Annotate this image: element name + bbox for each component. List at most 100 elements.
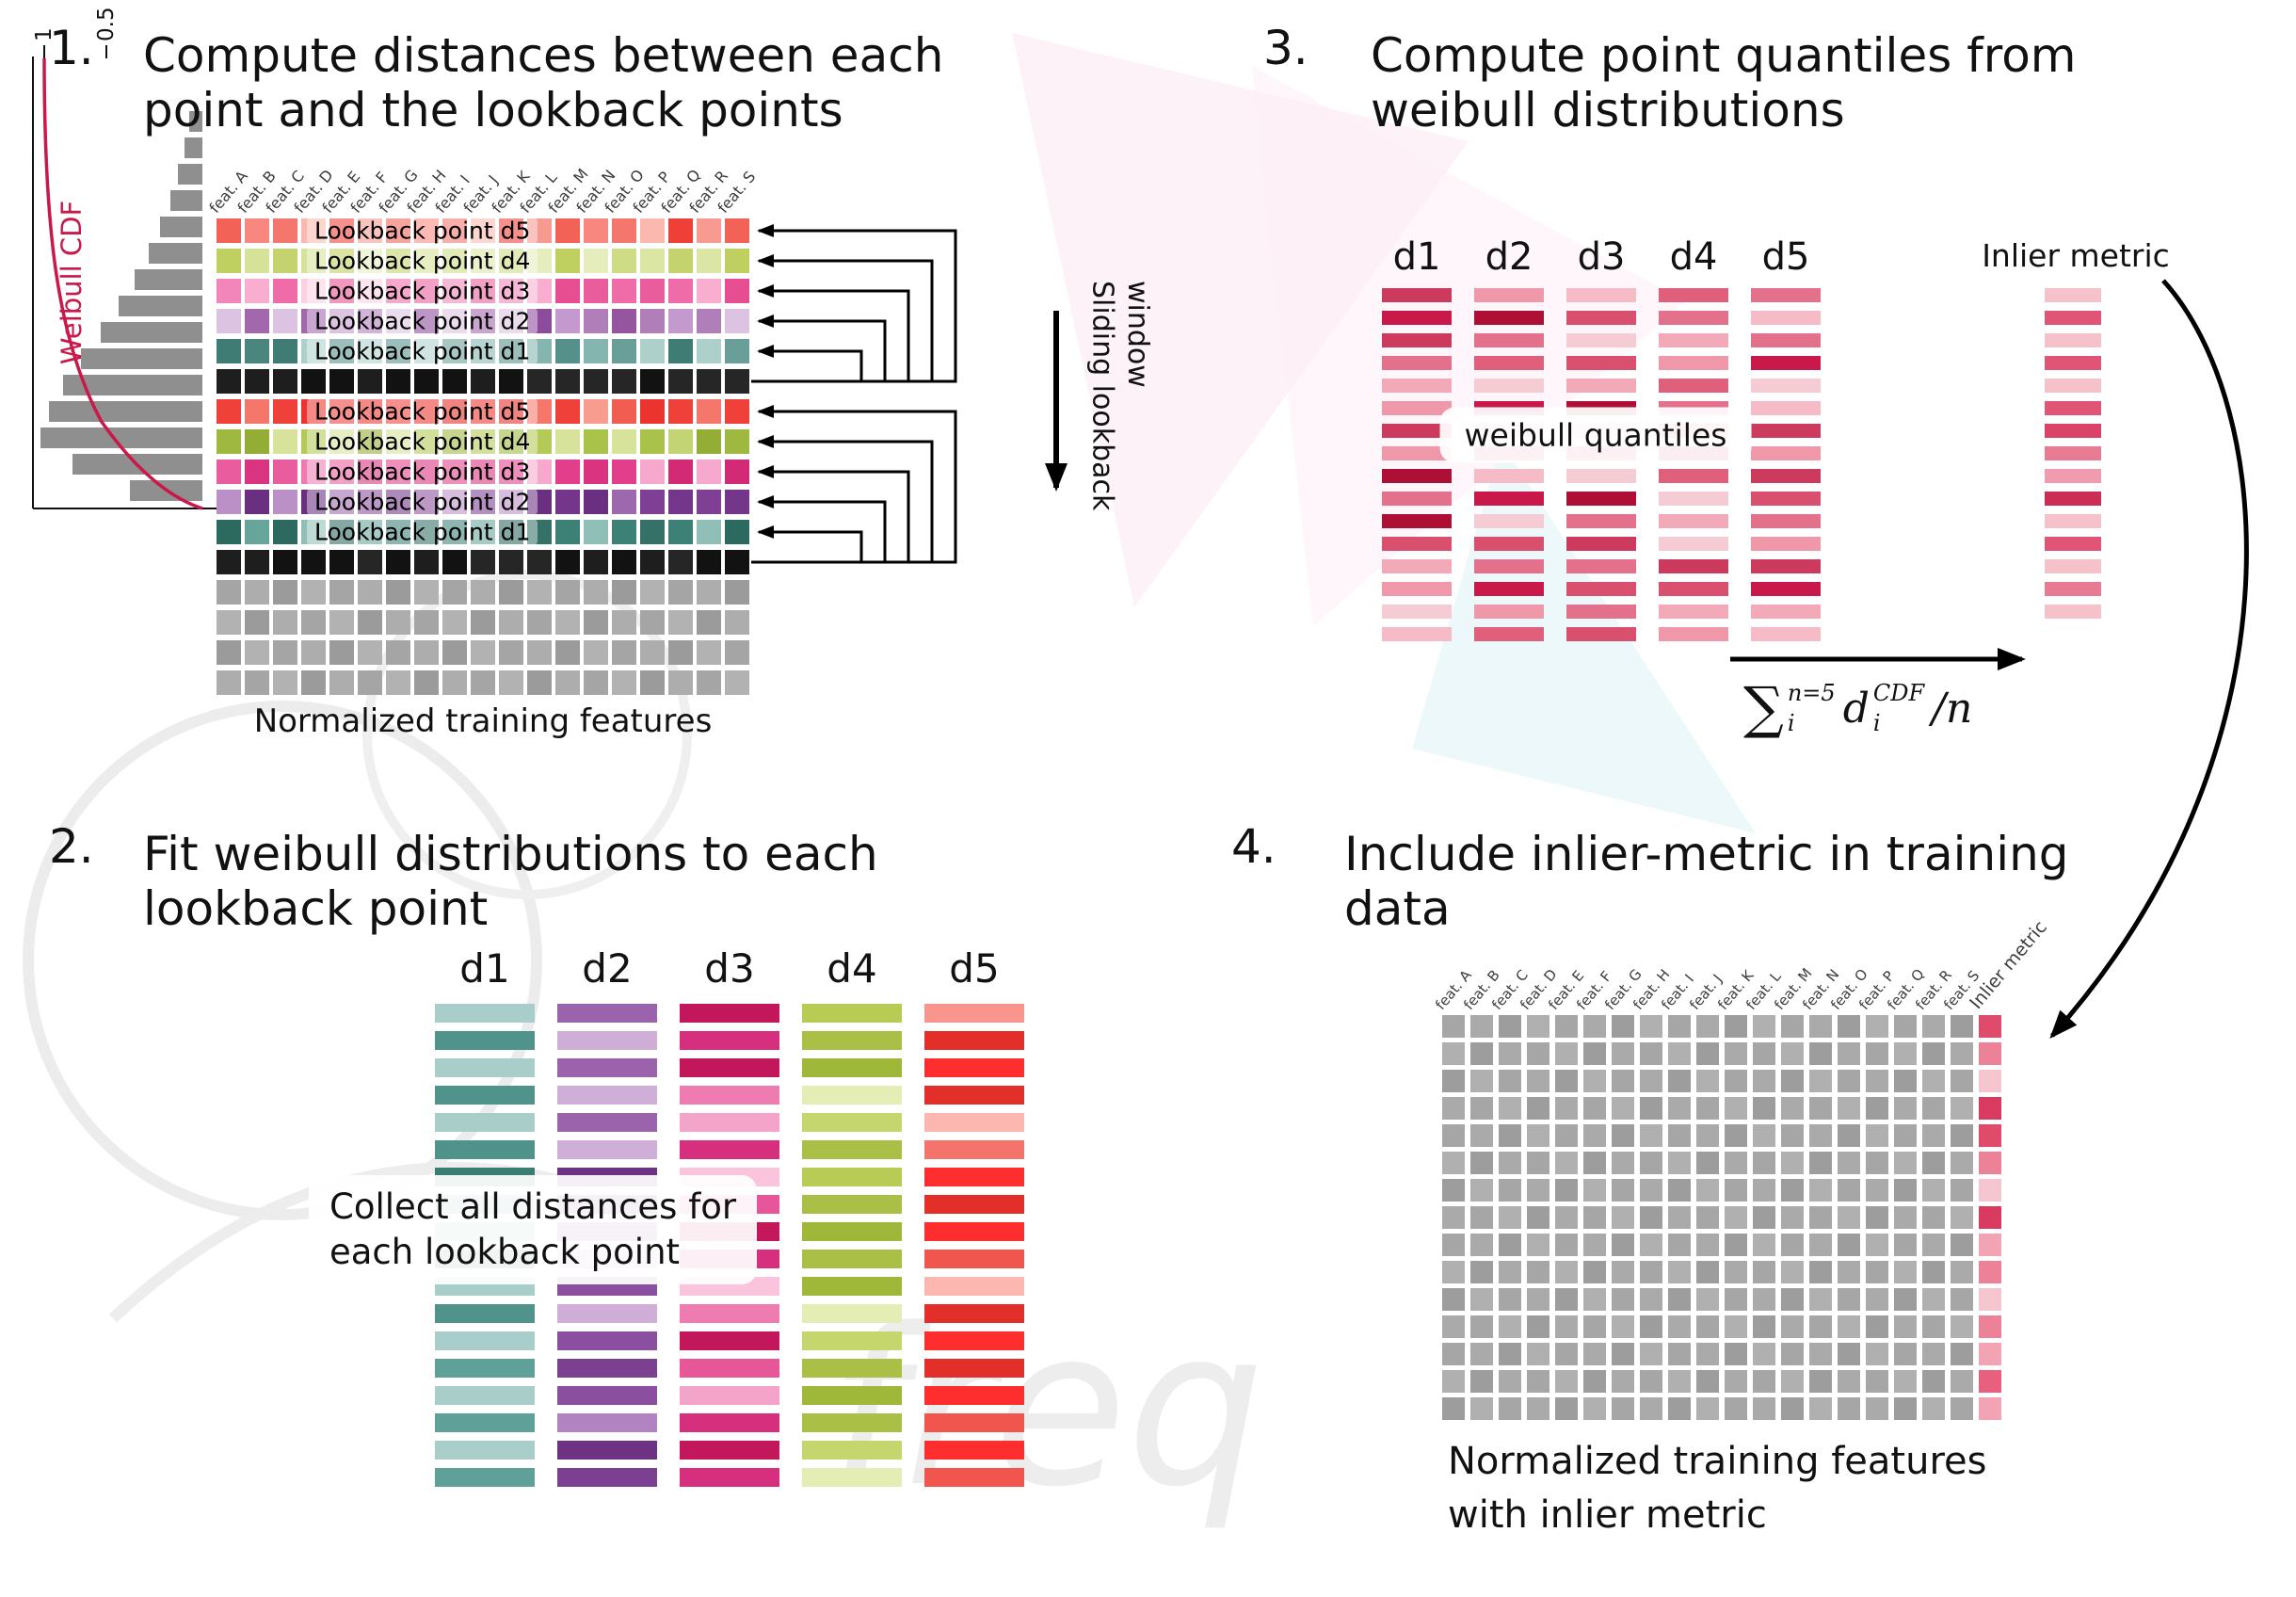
distance-bar [802,1058,902,1077]
training-row [273,610,297,635]
training-cell [1753,1397,1775,1420]
distance-bar [1566,333,1636,347]
current-point-window2 [527,550,552,574]
distance-bar [2045,379,2101,393]
lookback-d2-window1 [697,309,721,333]
training-cell [1922,1097,1945,1120]
training-cell [1612,1097,1634,1120]
distance-histogram [40,111,202,501]
step-4-number: 4. [1231,819,1276,874]
step-3-title-line2: weibull distributions [1371,83,1845,137]
lookback-d2-window2 [245,490,269,514]
training-row [414,580,439,605]
training-cell [1696,1397,1719,1420]
training-cell [1838,1206,1860,1229]
lookback-d4-window2 [273,429,297,454]
lookback-d5-window1 [414,218,439,243]
training-row [414,610,439,635]
lookback-d5-window1 [217,218,241,243]
training-cell [1470,1234,1493,1256]
training-cell [1442,1124,1465,1147]
distance-bar [1382,401,1452,415]
training-cell [1442,1343,1465,1365]
distance-bar [435,1086,535,1105]
training-cell [1442,1234,1465,1256]
lookback-d2-window1 [245,309,269,333]
lookback-d3-window1 [414,279,439,303]
training-row [471,610,495,635]
training-cell [1470,1397,1493,1420]
training-row [442,580,467,605]
training-cell [1979,1124,2001,1147]
distance-bar [2045,582,2101,596]
training-cell [1696,1124,1719,1147]
training-cell [1442,1288,1465,1311]
lookback-d5-window2 [217,399,241,424]
training-cell [1866,1152,1888,1174]
current-point-window1 [555,369,580,394]
distance-bar [557,1004,657,1023]
lookback-d1-window1 [640,339,665,363]
training-row [527,640,552,665]
training-cell [1527,1152,1549,1174]
lookback-d2-window1 [527,309,552,333]
distance-bar [1382,311,1452,325]
training-cell [1696,1261,1719,1283]
training-cell [1809,1179,1832,1202]
training-cell [1640,1179,1662,1202]
training-cell [1668,1152,1691,1174]
training-cell [1555,1343,1578,1365]
training-cell [1951,1315,1973,1338]
inlier-metric-formula: ∑ n=5 i d CDF i /n [1743,680,1972,736]
distance-bar [2045,492,2101,506]
training-cell [1725,1015,1747,1038]
lookback-d1-window1 [499,339,523,363]
lookback-d3-window2 [640,460,665,484]
distance-bar [1566,627,1636,641]
distance-bar [1566,356,1636,370]
training-cell [1866,1097,1888,1120]
training-cell [1809,1042,1832,1065]
training-cell [1951,1234,1973,1256]
distance-bar [680,1086,779,1105]
distance-bar [1659,559,1728,573]
training-cell [1499,1015,1521,1038]
training-cell [1781,1288,1804,1311]
lookback-d5-window2 [584,399,608,424]
lookback-d4-window1 [668,249,693,273]
distance-bar [2045,469,2101,483]
lookback-d1-window1 [584,339,608,363]
distance-bar [1474,311,1544,325]
weibull-quantiles-note: weibull quantiles [1439,407,1752,463]
lookback-d1-window2 [471,520,495,544]
distance-bar [1751,379,1821,393]
lookback-d4-window2 [725,429,749,454]
distance-bar [924,1086,1024,1105]
training-cell [1866,1397,1888,1420]
current-point-window1 [471,369,495,394]
distance-bar [680,1140,779,1159]
training-cell [1470,1370,1493,1393]
distance-bar [1751,288,1821,302]
training-cell [1951,1070,1973,1092]
training-cell [1640,1097,1662,1120]
distance-bar [1566,492,1636,506]
training-cell [1809,1097,1832,1120]
training-cell [1527,1234,1549,1256]
weibull-quantiles-column-d1 [1382,288,1452,650]
training-cell [1838,1370,1860,1393]
training-row [668,610,693,635]
step-2-number: 2. [49,819,94,874]
training-cell [1922,1343,1945,1365]
lookback-d1-window1 [358,339,382,363]
training-cell [1668,1179,1691,1202]
training-cell [1555,1370,1578,1393]
training-cell [1866,1179,1888,1202]
lookback-d3-window2 [555,460,580,484]
training-cell [1668,1397,1691,1420]
training-row [386,580,410,605]
training-cell [1979,1343,2001,1365]
distance-bar [924,1168,1024,1186]
lookback-d2-window2 [442,490,467,514]
training-cell [1442,1397,1465,1420]
